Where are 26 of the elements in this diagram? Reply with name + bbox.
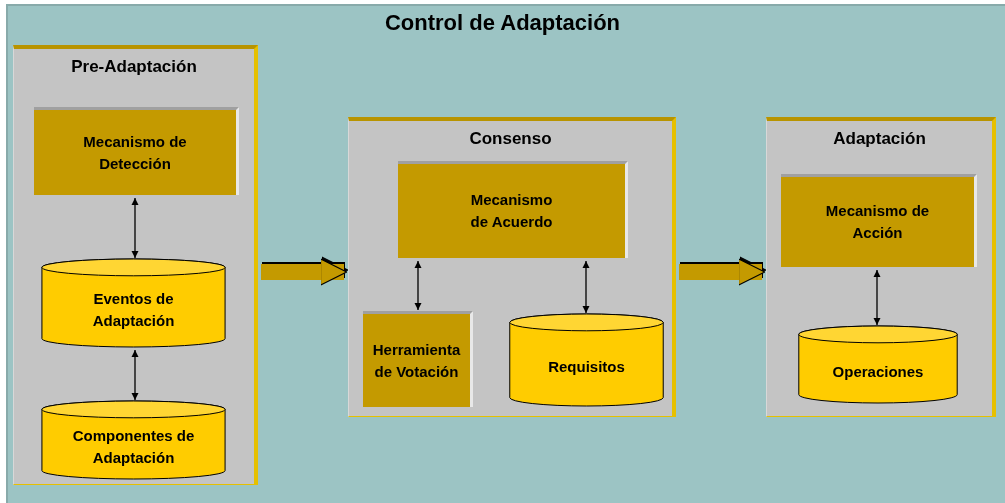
node-label: Mecanismo de Acción xyxy=(824,201,931,243)
arrow xyxy=(131,349,139,401)
arrow xyxy=(131,197,139,259)
block-arrow xyxy=(679,258,766,286)
diagram-title: Control de Adaptación xyxy=(383,10,622,36)
arrow xyxy=(582,260,590,314)
node-label: Mecanismo de Detección xyxy=(82,131,188,174)
panel-heading: Pre-Adaptación xyxy=(70,57,198,77)
process-box xyxy=(781,174,977,267)
stage-panel xyxy=(13,45,258,485)
process-box xyxy=(34,107,239,195)
panel-heading: Adaptación xyxy=(832,129,927,149)
node-label: Mecanismo de Acuerdo xyxy=(469,190,554,232)
node-label: Operaciones xyxy=(832,361,924,382)
arrow xyxy=(414,260,422,311)
stage-panel xyxy=(348,117,676,417)
node-label: Eventos de Adaptación xyxy=(91,289,176,331)
node-label: Herramienta de Votación xyxy=(371,339,462,382)
block-arrow xyxy=(261,258,348,286)
process-box xyxy=(363,311,473,407)
arrow xyxy=(873,269,881,326)
process-box xyxy=(398,161,628,258)
stage-panel xyxy=(766,117,996,417)
node-label: Componentes de Adaptación xyxy=(71,426,196,468)
node-label: Requisitos xyxy=(548,357,625,378)
panel-heading: Consenso xyxy=(468,129,553,149)
